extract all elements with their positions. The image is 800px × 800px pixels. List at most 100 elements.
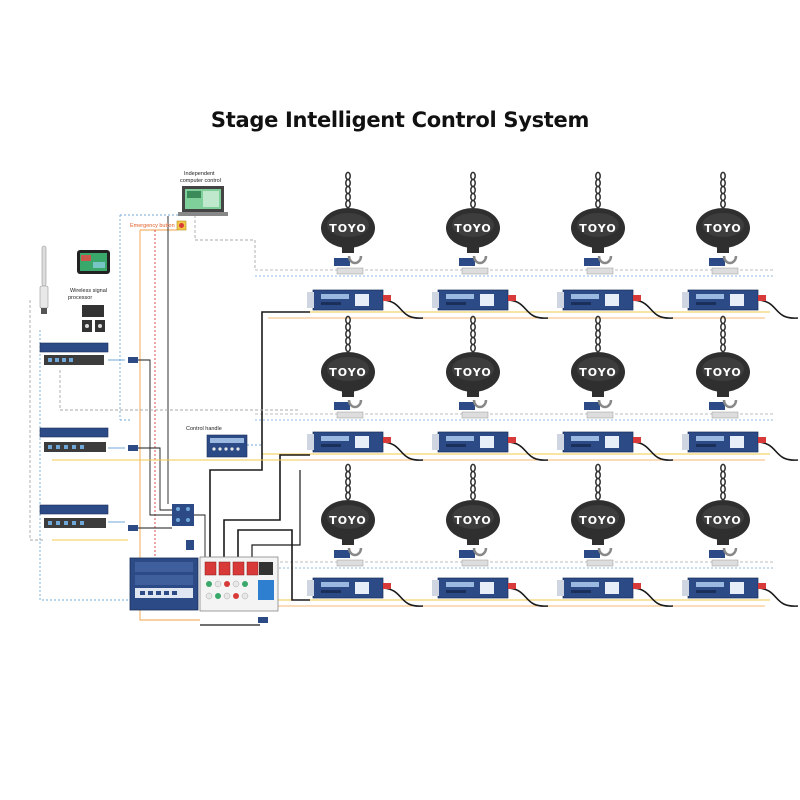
control-cabinet-icon xyxy=(129,557,199,611)
tablet-icon[interactable] xyxy=(77,250,110,274)
power-cable xyxy=(755,587,799,607)
hoist-brand-label: TOYO xyxy=(704,514,741,527)
hoist-icon xyxy=(446,352,500,397)
emergency-button-icon[interactable] xyxy=(176,220,187,231)
control-equipment: Wireless signal processor Independent xyxy=(39,171,279,623)
load-cell-icon xyxy=(709,255,739,275)
load-cell-icon xyxy=(459,255,489,275)
power-cable xyxy=(505,441,549,461)
hoist-brand-label: TOYO xyxy=(704,222,741,235)
chain-icon xyxy=(345,463,351,501)
chain-icon xyxy=(720,171,726,209)
power-cable xyxy=(251,470,301,557)
chain-icon xyxy=(470,463,476,501)
power-cable xyxy=(237,529,310,601)
hoist-icon xyxy=(446,208,500,253)
load-cell-icon xyxy=(584,399,614,419)
controller-icon xyxy=(307,431,391,453)
controller-icon xyxy=(557,431,641,453)
controller-icon xyxy=(557,577,641,599)
chain-icon xyxy=(720,463,726,501)
hoist-grid: TOYO TOYO TOYO TOYO TOYO TOYO TOYO TOYO TOYO TOYO… xyxy=(307,171,766,599)
power-cable xyxy=(630,587,674,607)
power-cable xyxy=(223,454,310,557)
computer-label-2: computer control xyxy=(180,178,221,184)
hoist-brand-label: TOYO xyxy=(454,222,491,235)
controller-icon xyxy=(432,577,516,599)
hoist-icon xyxy=(571,352,625,397)
cable-layer xyxy=(29,214,799,626)
hoist-icon xyxy=(571,500,625,545)
hoist-brand-label: TOYO xyxy=(329,366,366,379)
power-cable xyxy=(755,441,799,461)
control-handle-icon[interactable] xyxy=(206,434,248,458)
switch-icon xyxy=(39,427,109,452)
load-cell-icon xyxy=(709,399,739,419)
wireless-processor-label-2: processor xyxy=(68,295,92,301)
laptop-icon[interactable] xyxy=(178,186,228,216)
chain-icon xyxy=(720,315,726,353)
hoist-icon xyxy=(321,500,375,545)
power-cable xyxy=(505,587,549,607)
hoist-icon xyxy=(696,352,750,397)
connector-icon xyxy=(128,357,268,623)
hoist-brand-label: TOYO xyxy=(454,514,491,527)
network-cable xyxy=(59,370,300,411)
hoist-brand-label: TOYO xyxy=(704,366,741,379)
power-cable xyxy=(505,299,549,319)
controller-icon xyxy=(307,289,391,311)
load-cell-icon xyxy=(459,399,489,419)
controller-icon xyxy=(432,431,516,453)
chain-icon xyxy=(595,315,601,353)
load-cell-icon xyxy=(334,255,364,275)
emergency-button-label: Emergency button xyxy=(130,223,175,229)
hoist-icon xyxy=(696,500,750,545)
load-cell-icon xyxy=(709,547,739,567)
network-cable xyxy=(194,215,256,270)
hoist-brand-label: TOYO xyxy=(579,366,616,379)
chain-icon xyxy=(345,171,351,209)
hoist-icon xyxy=(571,208,625,253)
network-cable xyxy=(138,447,172,511)
hoist-icon xyxy=(696,208,750,253)
load-cell-icon xyxy=(334,547,364,567)
load-cell-icon xyxy=(584,547,614,567)
controller-icon xyxy=(307,577,391,599)
network-cable xyxy=(119,214,182,421)
power-distribution-icon xyxy=(199,556,279,612)
router-icon xyxy=(39,342,109,365)
hoist-brand-label: TOYO xyxy=(329,222,366,235)
network-cable xyxy=(108,359,125,523)
control-handle-label: Control handle xyxy=(186,426,222,432)
hoist-icon xyxy=(446,500,500,545)
power-cable xyxy=(209,311,310,557)
controller-icon xyxy=(682,431,766,453)
switch-icon xyxy=(39,504,109,528)
chain-icon xyxy=(470,171,476,209)
hoist-icon xyxy=(321,352,375,397)
load-cell-icon xyxy=(459,547,489,567)
computer-label-1: Independent xyxy=(184,171,215,177)
wireless-processor-label-1: Wireless signal xyxy=(70,288,107,294)
hoist-icon xyxy=(321,208,375,253)
power-cable xyxy=(380,299,424,319)
chain-icon xyxy=(470,315,476,353)
power-cable xyxy=(380,441,424,461)
power-cable xyxy=(755,299,799,319)
hoist-brand-label: TOYO xyxy=(579,514,616,527)
hoist-brand-label: TOYO xyxy=(579,222,616,235)
power-cable xyxy=(380,587,424,607)
antenna-icon xyxy=(39,245,49,314)
controller-icon xyxy=(432,289,516,311)
controller-icon xyxy=(557,289,641,311)
network-cable xyxy=(39,330,130,601)
junction-box-icon xyxy=(172,504,194,526)
network-cable xyxy=(194,514,206,560)
network-cable xyxy=(29,300,44,541)
controller-icon xyxy=(682,289,766,311)
load-cell-icon xyxy=(584,255,614,275)
chain-icon xyxy=(345,315,351,353)
diagram-title: Stage Intelligent Control System xyxy=(210,108,590,132)
wireless-processor-icon xyxy=(82,305,105,332)
